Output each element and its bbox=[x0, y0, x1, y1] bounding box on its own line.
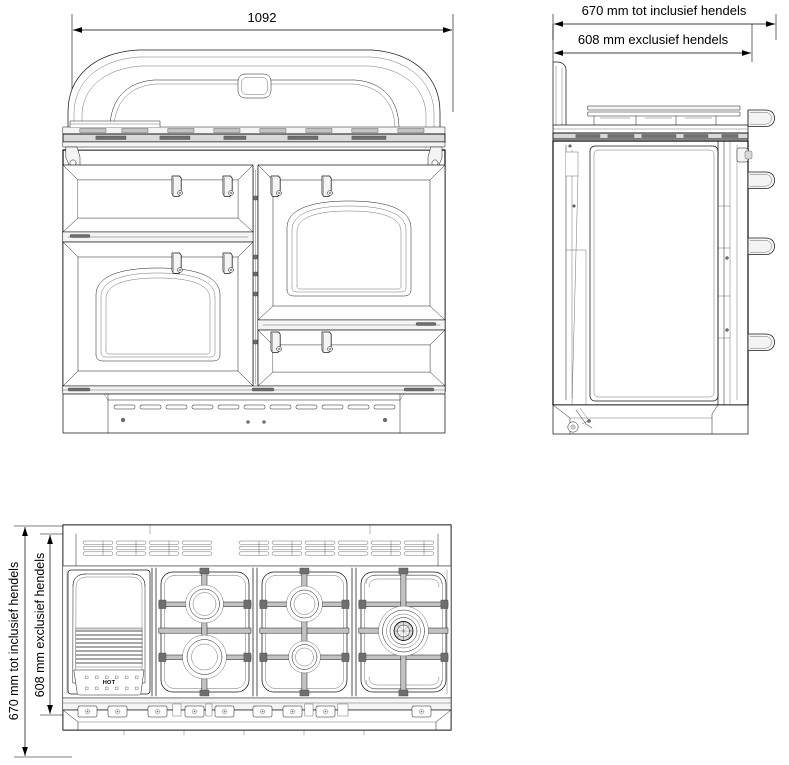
side-door-leaf[interactable] bbox=[589, 145, 719, 402]
front-hob-band bbox=[62, 120, 446, 148]
front-left-compartment[interactable] bbox=[62, 164, 254, 387]
front-backguard bbox=[67, 49, 441, 151]
plan-griddle[interactable]: HOT bbox=[67, 569, 151, 696]
side-plinth bbox=[552, 404, 749, 435]
front-right-compartment[interactable] bbox=[257, 164, 446, 387]
plan-grate-separators bbox=[151, 567, 357, 697]
burner-rear-left bbox=[185, 584, 224, 624]
burner-rear-centre bbox=[286, 585, 323, 623]
dimension-front-width-label: 1092 bbox=[248, 10, 277, 25]
plan-grate-centre[interactable] bbox=[259, 567, 350, 697]
front-left-oven-window bbox=[95, 267, 221, 362]
front-elevation-view bbox=[62, 49, 446, 434]
front-handle-left-upper[interactable] bbox=[171, 175, 183, 197]
plan-grate-left[interactable] bbox=[158, 567, 252, 697]
front-right-oven-door[interactable] bbox=[257, 164, 446, 321]
front-handle-left-upper-2[interactable] bbox=[222, 175, 234, 197]
side-handle-3[interactable] bbox=[747, 237, 775, 255]
plan-griddle-ribs bbox=[75, 627, 143, 668]
side-control-knob[interactable] bbox=[736, 147, 753, 163]
front-right-lower-drawer[interactable] bbox=[257, 319, 446, 387]
side-handle-2[interactable] bbox=[747, 171, 775, 189]
side-hob-profile bbox=[552, 105, 749, 142]
dimension-plan-depth-incl-label: 670 mm tot inclusief hendels bbox=[7, 562, 21, 720]
dimension-side-depth-excl-label: 608 mm exclusief hendels bbox=[578, 32, 729, 47]
front-left-upper-drawer[interactable] bbox=[62, 164, 254, 243]
plan-backguard-vents bbox=[82, 540, 435, 556]
burner-front-left bbox=[182, 634, 227, 680]
side-handle-4[interactable] bbox=[747, 333, 775, 351]
front-right-oven-window bbox=[286, 200, 412, 297]
plan-top-view: HOT bbox=[62, 524, 452, 736]
hot-warning-label: HOT bbox=[103, 680, 116, 686]
front-handle-left-oven-2[interactable] bbox=[222, 252, 234, 274]
burner-wok-right bbox=[378, 605, 429, 657]
side-handle-1[interactable] bbox=[747, 109, 775, 127]
plan-hot-plate: HOT bbox=[73, 669, 145, 696]
side-backguard-profile bbox=[552, 61, 567, 134]
plan-valve-blocks bbox=[77, 705, 432, 718]
side-body-outline bbox=[552, 140, 749, 406]
dimension-side-depth-excl: 608 mm exclusief hendels bbox=[552, 24, 753, 62]
front-handle-right-oven[interactable] bbox=[270, 175, 282, 197]
front-handle-left-oven[interactable] bbox=[171, 252, 183, 274]
front-left-oven-door[interactable] bbox=[62, 241, 254, 387]
burner-front-centre bbox=[288, 640, 321, 674]
front-badge-plate bbox=[237, 73, 272, 99]
plan-grate-wok[interactable] bbox=[358, 567, 449, 697]
dimension-side-depth-incl-label: 670 mm tot inclusief hendels bbox=[582, 3, 747, 18]
front-handle-right-oven-2[interactable] bbox=[321, 175, 333, 197]
plan-backguard bbox=[62, 524, 452, 568]
dimension-plan-depth-excl: 608 mm exclusief hendels bbox=[33, 533, 72, 716]
dimension-plan-depth-excl-label: 608 mm exclusief hendels bbox=[33, 553, 47, 698]
front-plinth-vents bbox=[113, 404, 396, 410]
side-elevation-view bbox=[552, 61, 775, 435]
dimension-plan-depth-incl: 670 mm tot inclusief hendels bbox=[7, 525, 72, 758]
front-handle-right-drawer-2[interactable] bbox=[321, 331, 333, 353]
plan-front-rail bbox=[62, 697, 452, 736]
side-handles[interactable] bbox=[747, 109, 775, 351]
front-plinth bbox=[62, 385, 446, 434]
front-handle-right-drawer[interactable] bbox=[270, 331, 282, 353]
